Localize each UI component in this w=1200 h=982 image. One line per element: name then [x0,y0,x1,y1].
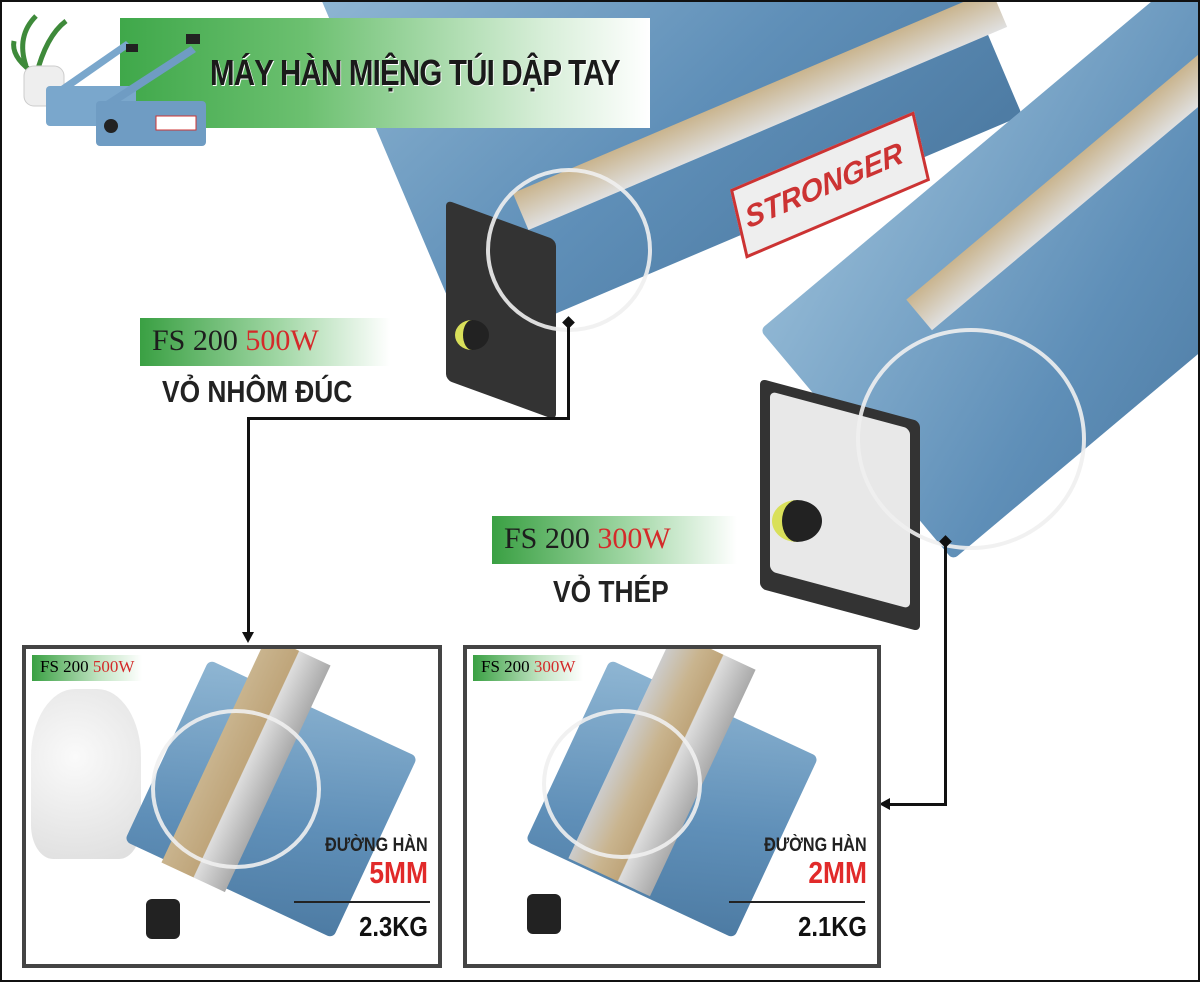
model-power: 500W [245,324,319,357]
detail-panel-500w: FS 200 500W ĐƯỜNG HÀN 5MM 2.3KG [22,645,442,968]
connector-line [944,542,947,806]
arrow-left-icon [879,798,890,810]
kettle-image [31,689,141,859]
knob-icon [527,894,561,934]
model-name: FS 200 [152,324,238,357]
model-power: 500W [92,657,135,676]
connector-line [247,417,250,635]
model-power: 300W [597,522,671,555]
model-power: 300W [533,657,576,676]
page-title: MÁY HÀN MIỆNG TÚI DẬP TAY [210,52,621,93]
seal-width: 5MM [369,855,428,890]
divider [294,901,430,903]
zoom-circle-500w [486,168,652,332]
casing-label-500w: VỎ NHÔM ĐÚC [162,374,353,409]
connector-line [567,322,570,420]
arrow-down-icon [242,632,254,643]
knob-icon [146,899,180,939]
model-name: FS 200 [40,657,89,676]
weight: 2.3KG [359,911,428,942]
model-label-500w: FS 200 500W [140,318,390,366]
zoom-circle-300w [856,328,1086,550]
knob-icon [455,320,489,350]
seal-label: ĐƯỜNG HÀN [325,835,428,856]
model-label-300w: FS 200 300W [492,516,737,564]
model-name: FS 200 [481,657,530,676]
weight: 2.1KG [798,911,867,942]
knob-icon [772,500,822,542]
panel-model-tag: FS 200 500W [32,655,143,681]
detail-panel-300w: FS 200 300W ĐƯỜNG HÀN 2MM 2.1KG [463,645,881,968]
seal-label: ĐƯỜNG HÀN [764,835,867,856]
model-name: FS 200 [504,522,590,555]
seal-width: 2MM [808,855,867,890]
divider [729,901,865,903]
header-banner [120,18,650,128]
connector-line [888,803,947,806]
casing-label-300w: VỎ THÉP [553,574,669,609]
product-thumbnail-image [11,14,206,146]
zoom-circle [542,709,702,859]
connector-line [247,417,570,420]
zoom-circle [151,709,321,869]
panel-model-tag: FS 200 300W [473,655,584,681]
